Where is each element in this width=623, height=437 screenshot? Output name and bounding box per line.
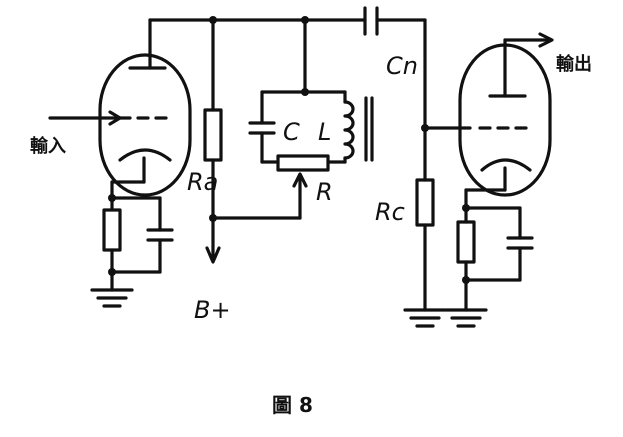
- junction-tank-top: [301, 16, 309, 24]
- ra-label: Ra: [187, 168, 218, 196]
- bplus-arrow: [205, 246, 221, 264]
- input-label: 輸入: [30, 135, 66, 157]
- input-arrow: [108, 110, 122, 126]
- c-label: C: [283, 118, 300, 146]
- output-label: 輸出: [556, 53, 592, 75]
- right-rk: [456, 220, 476, 264]
- junction-ra-top: [209, 16, 217, 24]
- left-rk: [102, 208, 122, 252]
- r-wiper-arrow: [292, 172, 308, 188]
- ground-rc: [403, 308, 447, 328]
- junction-left-k: [108, 194, 116, 202]
- ground-right: [444, 308, 488, 328]
- junction-tank-node: [301, 88, 309, 96]
- right-tube-envelope: [458, 43, 552, 197]
- junction-grid: [421, 124, 429, 132]
- left-tube-envelope: [98, 53, 192, 197]
- left-tube: [98, 53, 192, 197]
- junction-left-ground: [108, 268, 116, 276]
- output-arrow: [538, 32, 554, 48]
- tank-r-resistor: [276, 154, 330, 172]
- bplus-label: B+: [194, 296, 231, 324]
- ra-resistor: [203, 108, 223, 162]
- figure-caption: 圖 8: [272, 393, 313, 417]
- cn-label: Cn: [386, 52, 418, 80]
- ground-left: [90, 288, 134, 308]
- l-label: L: [318, 118, 331, 146]
- junction-right-ground: [462, 276, 470, 284]
- junction-ra-bottom: [209, 214, 217, 222]
- r-label: R: [316, 178, 333, 206]
- left-tube-cathode: [118, 148, 172, 162]
- coil-l: [343, 100, 355, 160]
- junction-right-k: [462, 204, 470, 212]
- right-tube-cathode: [480, 158, 532, 172]
- rc-label: Rc: [375, 198, 405, 226]
- rc-resistor: [415, 178, 435, 227]
- right-tube: [458, 43, 552, 197]
